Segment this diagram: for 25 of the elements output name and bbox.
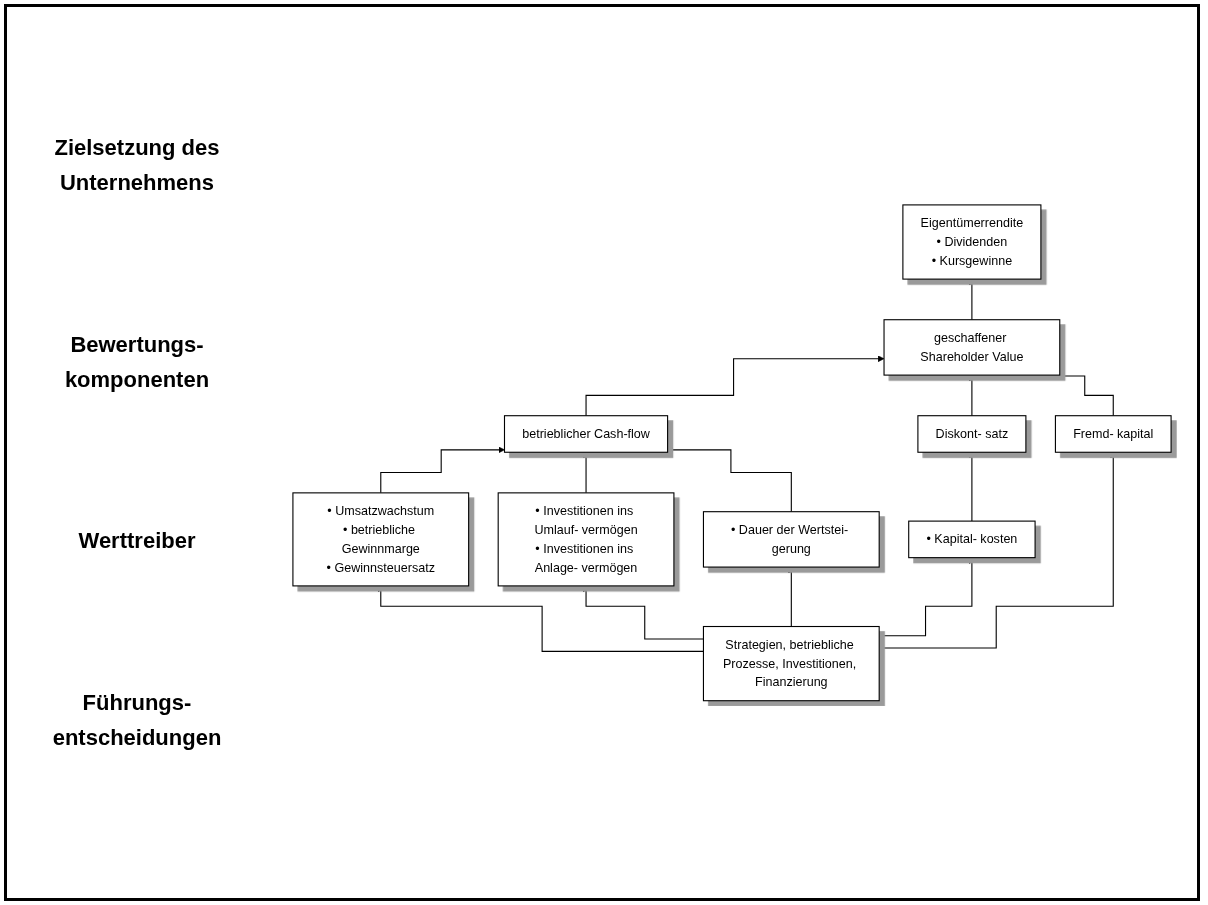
node-box: • Umsatzwachstum • betriebliche Gewinnmarge • Gewinnsteuersatz [292,492,470,587]
row-label: Werttreiber [77,527,197,556]
arrow [380,446,505,494]
arrow [1053,372,1114,416]
node-box: geschaffener Shareholder Value [883,318,1061,376]
node-box: Eigentümerrendite • Dividenden • Kursgewinne [902,204,1042,280]
node-box: Diskont- satz [917,414,1027,453]
node-box: Fremd- kapital [1054,414,1172,453]
arrow [582,451,590,494]
node-box: • Investitionen ins Umlauf- vermögen • Investitionen ins Anlage- vermögen [497,492,675,587]
node-box: Strategien, betriebliche Prozesse, Investitionen, Finanzierung [702,625,880,701]
node-box: • Kapital- kosten [908,520,1036,558]
arrow [788,566,795,627]
arrow [968,278,976,320]
arrow [582,585,704,640]
node-box: • Dauer der Wertstei- gerung [702,510,880,568]
arrow [968,451,976,522]
row-label: Zielsetzung des Unternehmens [53,134,221,198]
arrow [377,585,704,652]
row-label: Bewertungs- komponenten [63,330,211,394]
arrow [968,374,976,416]
arrow [667,446,792,512]
row-label: Führungs- entscheidungen [51,688,223,752]
node-box: betrieblicher Cash-flow [503,414,669,453]
arrow [585,355,885,416]
